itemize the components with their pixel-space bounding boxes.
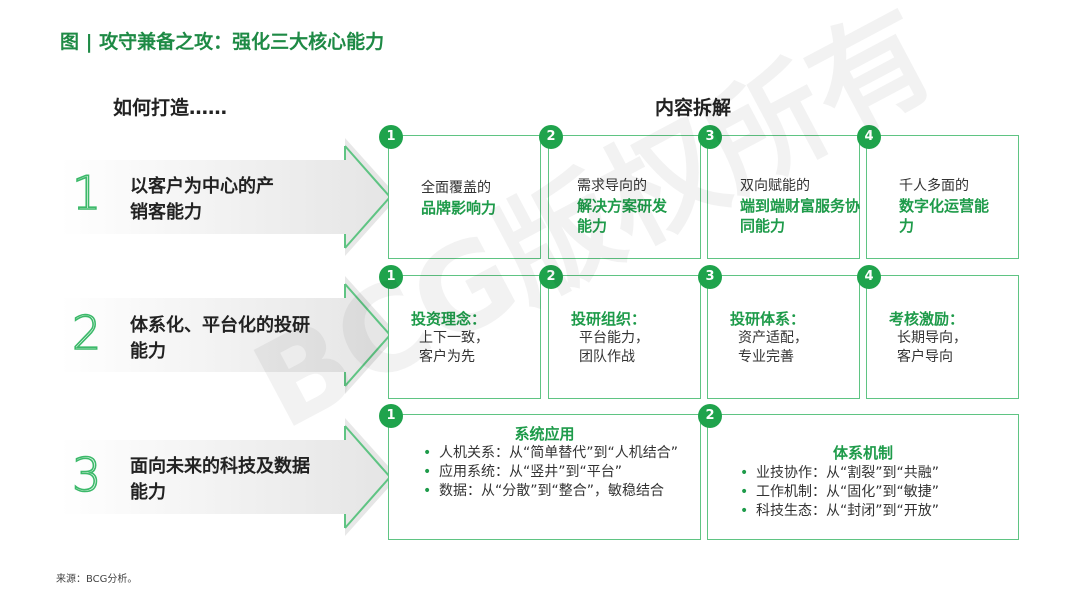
list-item: 科技生态：从“封闭”到“开放” [738, 502, 1008, 521]
row-2-label: 体系化、平台化的投研能力 [130, 315, 310, 362]
box-text: 平台能力， [579, 330, 649, 346]
row-3-box-2: 2 体系机制 业技协作：从“割裂”到“共融” 工作机制：从“固化”到“敏捷” 科… [698, 404, 1019, 540]
box-heading: 投资理念： [411, 310, 487, 328]
row-2-box-4: 4 考核激励： 长期导向， 客户导向 [857, 265, 1019, 399]
badge: 1 [379, 404, 403, 428]
box-text: 专业完善 [738, 349, 794, 365]
box-text: 团队作战 [579, 349, 635, 365]
box-highlight: 品牌影响力 [421, 199, 497, 217]
badge: 2 [698, 404, 722, 428]
box-heading: 考核激励： [889, 310, 965, 328]
box-highlight: 端到端财富服务协同能力 [740, 197, 861, 235]
right-column-heading: 内容拆解 [655, 97, 732, 119]
box-text: 上下一致， [419, 330, 489, 346]
row-1-box-1: 1 全面覆盖的品牌影响力 [379, 125, 541, 259]
source-note: 来源：BCG分析。 [56, 574, 138, 585]
badge: 4 [857, 265, 881, 289]
list-item: 工作机制：从“固化”到“敏捷” [738, 483, 1008, 502]
list-item: 人机关系：从“简单替代”到“人机结合” [421, 444, 681, 463]
box-highlight: 数字化运营能力 [899, 197, 990, 235]
box-text: 长期导向， [897, 330, 967, 346]
row-3-arrow-icon [60, 418, 398, 536]
badge: 3 [698, 265, 722, 289]
row-3-box-1: 1 系统应用 人机关系：从“简单替代”到“人机结合” 应用系统：从“竖井”到“平… [379, 404, 701, 540]
box-text: 全面覆盖的 [421, 180, 491, 196]
box-text: 资产适配， [738, 330, 808, 346]
left-column-heading: 如何打造…… [113, 97, 228, 119]
badge: 1 [379, 265, 403, 289]
box-text: 客户导向 [897, 349, 953, 365]
box-text: 需求导向的 [577, 178, 647, 194]
badge: 1 [379, 125, 403, 149]
box-heading: 投研组织： [571, 310, 647, 328]
row-2-box-2: 2 投研组织： 平台能力， 团队作战 [539, 265, 701, 399]
badge: 2 [539, 265, 563, 289]
row-1-label: 以客户为中心的产销客能力 [130, 176, 274, 223]
row-3-label: 面向未来的科技及数据能力 [130, 456, 310, 503]
row-1-box-4: 4 千人多面的数字化运营能力 [857, 125, 1019, 259]
badge: 4 [857, 125, 881, 149]
row-1-box-3: 3 双向赋能的端到端财富服务协同能力 [698, 125, 861, 259]
badge: 2 [539, 125, 563, 149]
list-item: 业技协作：从“割裂”到“共融” [738, 464, 1008, 483]
row-1-number: 1 [71, 165, 102, 221]
box-heading: 体系机制 [832, 444, 893, 462]
badge: 3 [698, 125, 722, 149]
box-text: 千人多面的 [899, 178, 969, 194]
box-highlight: 解决方案研发能力 [577, 197, 668, 235]
row-3-number: 3 [71, 447, 102, 503]
box-heading: 投研体系： [730, 310, 806, 328]
list-item: 应用系统：从“竖井”到“平台” [421, 463, 681, 482]
row-2-box-3: 3 投研体系： 资产适配， 专业完善 [698, 265, 860, 399]
row-2-number: 2 [71, 305, 102, 361]
row-2-box-1: 1 投资理念： 上下一致， 客户为先 [379, 265, 541, 399]
row-1-box-2: 2 需求导向的解决方案研发能力 [539, 125, 701, 259]
list-item: 数据：从“分散”到“整合”，敏稳结合 [421, 482, 681, 501]
box-text: 客户为先 [419, 349, 475, 365]
box-text: 双向赋能的 [740, 178, 810, 194]
page-title: 图 | 攻守兼备之攻：强化三大核心能力 [60, 31, 385, 53]
box-heading: 系统应用 [514, 425, 575, 443]
